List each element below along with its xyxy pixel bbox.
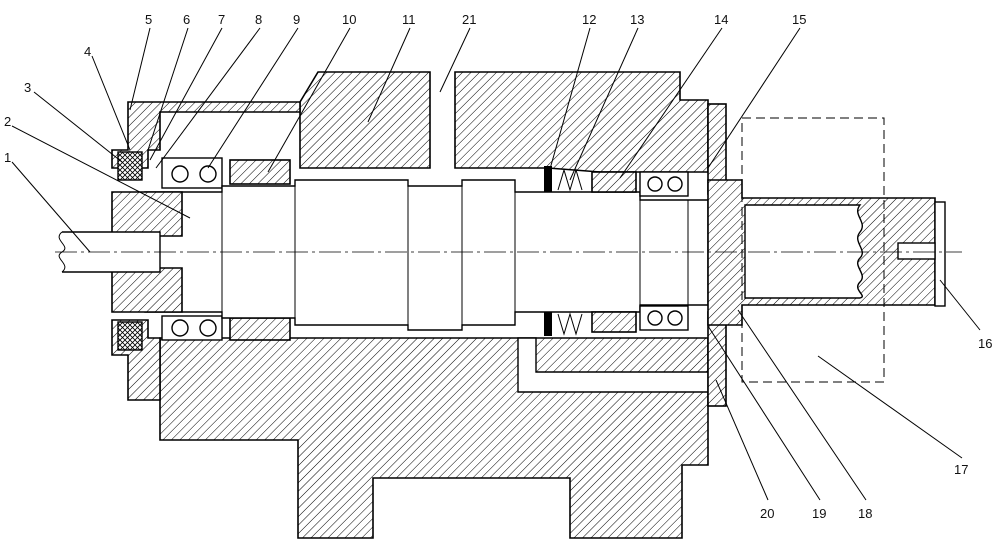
label-5: 5 — [145, 12, 152, 27]
label-1: 1 — [4, 150, 11, 165]
label-7: 7 — [218, 12, 225, 27]
label-18: 18 — [858, 506, 872, 521]
label-4: 4 — [84, 44, 91, 59]
leader-17 — [817, 355, 963, 459]
leader-7 — [149, 27, 223, 161]
spring-13-bottom — [557, 312, 583, 336]
label-16: 16 — [978, 336, 992, 351]
pulley-outline — [741, 117, 885, 383]
label-6: 6 — [183, 12, 190, 27]
ball-3 — [171, 319, 189, 337]
leader-21 — [439, 27, 471, 93]
leader-14 — [619, 27, 723, 179]
ball-5 — [647, 176, 663, 192]
leader-12 — [547, 27, 591, 177]
label-20: 20 — [760, 506, 774, 521]
ball-8 — [667, 310, 683, 326]
shaft-end-hatch-bottom — [111, 267, 183, 313]
ball-7 — [647, 310, 663, 326]
cap-slot — [897, 242, 936, 260]
label-2: 2 — [4, 114, 11, 129]
seal-12-top — [544, 166, 552, 192]
sleeve-14-bottom — [591, 311, 637, 333]
label-19: 19 — [812, 506, 826, 521]
label-14: 14 — [714, 12, 728, 27]
ball-2 — [199, 165, 217, 183]
label-21: 21 — [462, 12, 476, 27]
leader-20 — [715, 379, 769, 501]
label-8: 8 — [255, 12, 262, 27]
label-11: 11 — [402, 12, 416, 27]
label-15: 15 — [792, 12, 806, 27]
housing-upper-left — [299, 71, 431, 169]
ball-4 — [199, 319, 217, 337]
housing-upper-right — [454, 71, 709, 173]
seal-top — [117, 151, 143, 181]
sleeve-10-top — [229, 159, 291, 185]
end-cover-20-bottom — [707, 311, 727, 407]
leader-10 — [267, 27, 351, 173]
leader-3 — [33, 91, 123, 163]
leader-9 — [207, 27, 299, 169]
label-9: 9 — [293, 12, 300, 27]
housing-lower — [159, 337, 709, 539]
shaft-main — [144, 179, 709, 331]
seal-bottom — [117, 321, 143, 351]
output-sleeve-bore — [744, 204, 863, 299]
seal-12-bottom — [544, 312, 552, 336]
leader-2 — [11, 125, 191, 219]
sleeve-10-bottom — [229, 317, 291, 341]
leader-4 — [91, 55, 131, 151]
leader-13 — [569, 27, 639, 181]
label-13: 13 — [630, 12, 644, 27]
leader-1 — [11, 161, 91, 253]
label-3: 3 — [24, 80, 31, 95]
leader-19 — [707, 325, 821, 501]
ball-1 — [171, 165, 189, 183]
label-17: 17 — [954, 462, 968, 477]
leader-16 — [939, 279, 981, 331]
spring-13-top — [557, 168, 583, 192]
leader-18 — [737, 309, 867, 501]
leader-11 — [367, 27, 411, 123]
shaft-end-hatch-top — [111, 191, 183, 237]
sleeve-14-top — [591, 171, 637, 193]
end-cap-16 — [934, 201, 946, 307]
leader-6 — [147, 27, 189, 151]
leader-5 — [129, 27, 151, 111]
label-12: 12 — [582, 12, 596, 27]
leader-15 — [707, 27, 801, 169]
ball-6 — [667, 176, 683, 192]
label-10: 10 — [342, 12, 356, 27]
leader-8 — [155, 27, 261, 169]
